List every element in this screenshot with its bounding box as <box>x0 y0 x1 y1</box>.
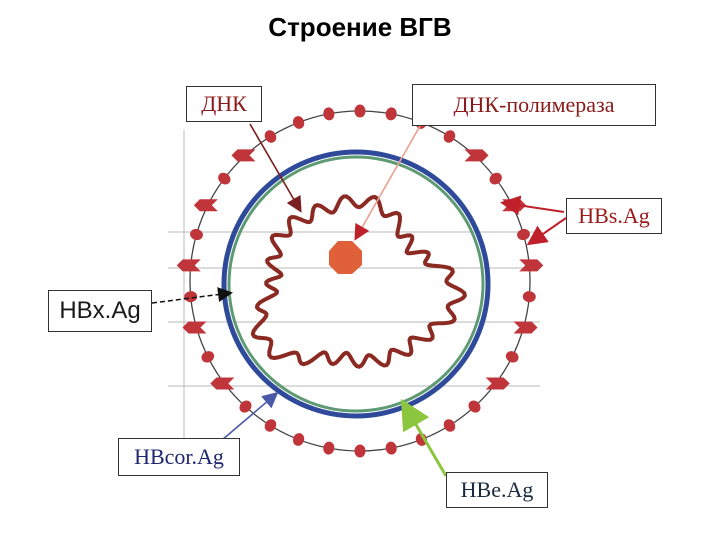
hbs-arrow-2 <box>526 217 567 246</box>
label-hbcorag: HBcor.Ag <box>118 438 240 476</box>
envelope-flag-protein <box>182 321 207 334</box>
envelope-flag-protein <box>519 259 544 272</box>
envelope-dot-protein <box>264 130 277 143</box>
outer-membrane <box>189 110 531 452</box>
envelope-dot-protein <box>264 419 277 432</box>
dna-polymerase-shape <box>329 241 362 274</box>
envelope-dot-protein <box>443 419 456 432</box>
label-dnk: ДНК <box>186 86 262 122</box>
hbe-arrow <box>400 398 448 477</box>
envelope-dot-protein <box>218 172 231 185</box>
envelope-flag-protein <box>485 377 510 390</box>
envelope-dot-protein <box>517 228 530 241</box>
envelope-flag-protein <box>464 149 489 162</box>
dnk-arrow <box>249 123 302 213</box>
hbs-arrow-1 <box>500 195 565 216</box>
envelope-dot-protein <box>292 116 305 129</box>
envelope-dot-protein <box>385 441 397 455</box>
envelope-dot-protein <box>505 351 519 363</box>
envelope-flag-protein <box>210 377 235 390</box>
polymerase-arrow <box>354 125 421 241</box>
envelope-dot-protein <box>292 433 305 446</box>
envelope-flag-protein <box>176 259 201 272</box>
envelope-flag-protein <box>231 149 256 162</box>
hbcor-arrow <box>221 391 279 441</box>
label-hbeag: HBe.Ag <box>446 472 548 508</box>
envelope-flag-protein <box>513 321 538 334</box>
envelope-dot-protein <box>323 107 335 121</box>
envelope-dot-protein <box>385 107 397 121</box>
envelope-dot-protein <box>522 291 536 303</box>
envelope-dot-protein <box>239 400 252 413</box>
label-hbsag: HBs.Ag <box>566 198 662 234</box>
envelope-dot-protein <box>323 441 335 455</box>
envelope-dot-protein <box>190 228 203 241</box>
capsid-ring-outer <box>221 149 491 419</box>
envelope-dot-protein <box>201 351 215 363</box>
envelope-dot-protein <box>354 444 366 458</box>
envelope-dot-protein <box>184 291 198 303</box>
envelope-dot-protein <box>489 172 502 185</box>
capsid-ring-inner <box>227 155 485 413</box>
envelope-dot-protein <box>443 130 456 143</box>
label-hbxag: HBx.Ag <box>48 290 152 332</box>
label-dnk-polymerase: ДНК-полимераза <box>412 84 656 126</box>
hbx-arrow <box>151 287 233 304</box>
dna-strand <box>250 194 467 369</box>
envelope-dot-protein <box>354 104 366 118</box>
slide-title: Строение ВГВ <box>268 12 452 42</box>
envelope-dot-protein <box>468 400 481 413</box>
envelope-flag-protein <box>193 199 218 212</box>
